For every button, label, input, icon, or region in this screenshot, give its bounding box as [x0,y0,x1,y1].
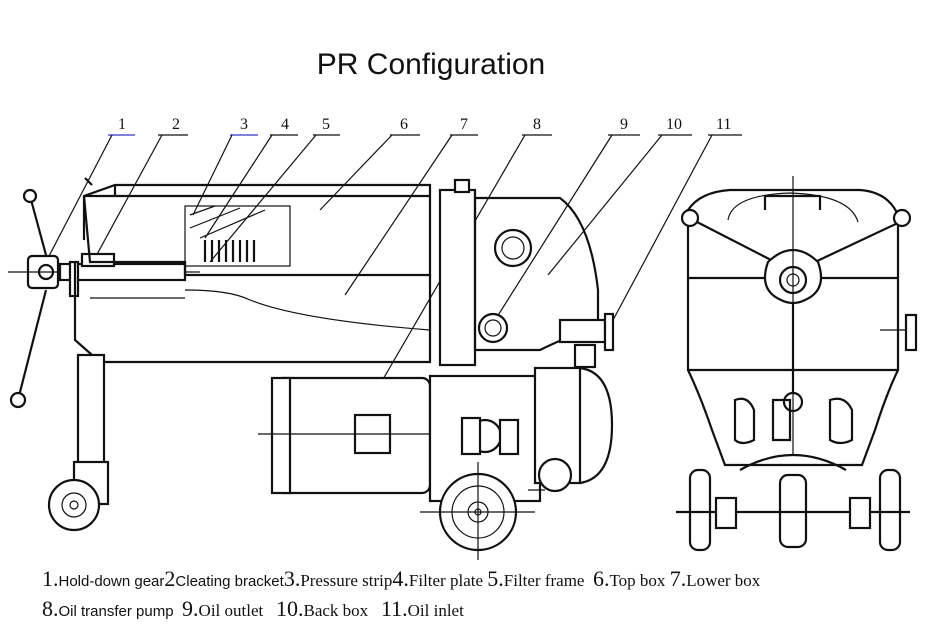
side-view [8,177,615,560]
legend-item-2: 2Cleating bracket [164,566,284,591]
leader-lines [47,134,742,406]
callout-5: 5 [322,116,330,133]
legend-item-7: 7.Lower box [669,566,761,591]
legend-line-1: 1.Hold-down gear2Cleating bracket3.Press… [42,566,760,592]
filter-plates [184,205,291,267]
legend-item-5: 5.Filter frame [487,566,585,591]
callout-8: 8 [533,116,541,133]
legend-item-1: 1.Hold-down gear [42,566,165,591]
legend-item-9: 9.Oil outlet [182,596,264,621]
callout-7: 7 [460,116,468,133]
callout-9: 9 [620,116,628,133]
legend-item-11: 11.Oil inlet [380,596,464,621]
legend-line-2: 8.Oil transfer pump 9.Oil outlet 10.Back… [42,596,464,622]
oil-transfer-pump [258,366,614,503]
legend-item-6: 6.Top box [592,566,666,591]
callout-4: 4 [281,116,289,133]
legend-item-4: 4.Filter plate [392,566,484,591]
legend-item-10: 10.Back box [276,596,369,621]
callout-6: 6 [400,116,408,133]
legend-item-8: 8.Oil transfer pump [42,596,174,621]
front-view [676,176,918,552]
callout-11: 11 [716,116,731,133]
legend-item-3: 3.Pressure strip [283,566,393,591]
callout-1: 1 [118,116,126,133]
diagram-title: PR Configuration [316,48,546,81]
hold-down-gear [8,188,200,409]
callout-2: 2 [172,116,180,133]
callout-10: 10 [666,116,682,133]
callout-3: 3 [240,116,248,133]
